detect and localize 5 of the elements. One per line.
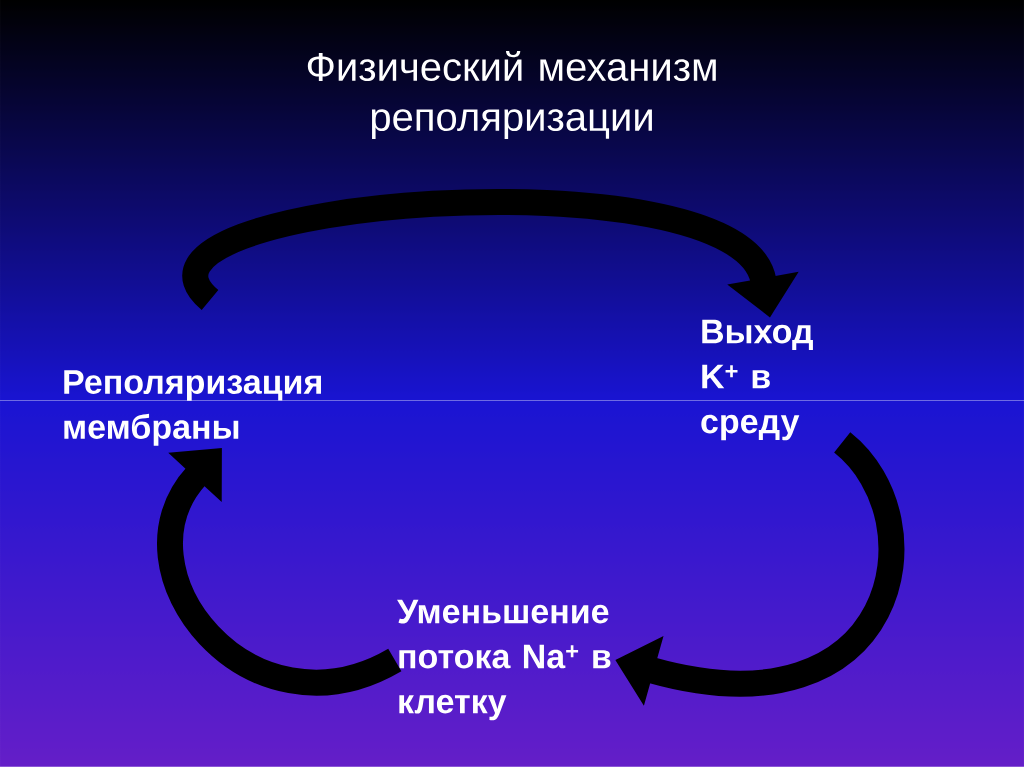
curved-arrow bbox=[157, 448, 401, 696]
node-label: Реполяризация мембраны bbox=[64, 370, 321, 446]
title: Физический механизм реполяризации bbox=[307, 51, 716, 139]
node-label: Выход K$^{+}$ в среду bbox=[701, 319, 813, 441]
node-label: Уменьшение потока Na$^{+}$ в клетку bbox=[397, 599, 611, 721]
